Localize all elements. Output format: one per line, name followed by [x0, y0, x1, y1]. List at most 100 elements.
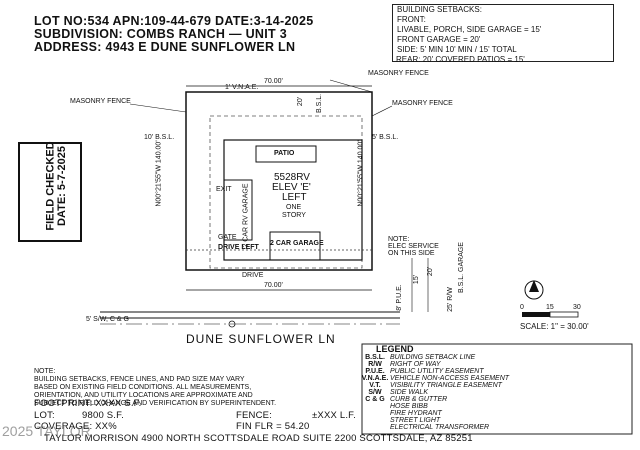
drive-label: DRIVE	[242, 272, 264, 279]
legend-value: ELECTRICAL TRANSFORMER	[390, 424, 490, 431]
lot-label: LOT:	[34, 410, 55, 421]
legend-item: S/W SIDE WALK	[360, 389, 428, 396]
left-bearing: N00°21'55"W 140.00'	[155, 140, 163, 207]
legend-item: P.U.E. PUBLIC UTILITY EASEMENT	[360, 368, 484, 375]
top-dimension: 70.00'	[264, 78, 283, 85]
field-checked-stamp: FIELD CHECKED DATE: 5-7-2025	[18, 141, 82, 242]
legend-title: LEGEND	[376, 344, 414, 354]
legend-value: STREET LIGHT	[390, 417, 441, 424]
legend-value: SIDE WALK	[390, 389, 428, 396]
setbacks-title: BUILDING SETBACKS:	[397, 5, 482, 14]
notes-title: NOTE:	[34, 368, 56, 375]
subdivision-line: SUBDIVISION: COMBS RANCH — UNIT 3	[34, 27, 287, 41]
pue-label: 8' P.U.E.	[395, 284, 403, 311]
setbacks-box: BUILDING SETBACKS: FRONT: LIVABLE, PORCH…	[392, 4, 614, 62]
legend-key: B.S.L.	[365, 354, 385, 361]
finish-floor: FIN FLR = 54.20	[236, 421, 310, 432]
address-line: ADDRESS: 4943 E DUNE SUNFLOWER LN	[34, 40, 296, 54]
handing-label: LEFT	[282, 192, 307, 203]
notes-line3: ORIENTATION, AND UTILITY LOCATIONS ARE A…	[34, 392, 253, 399]
masonry-fence-right: MASONRY FENCE	[392, 100, 453, 107]
sidewalk-label: 5' S/W, C & G	[86, 316, 129, 323]
legend-key: C & G	[365, 396, 385, 403]
dim-15: 15'	[413, 274, 421, 285]
legend-key: S/W	[368, 389, 382, 396]
scale-label: SCALE: 1" = 30.00'	[520, 322, 589, 331]
bsl-5-label: 5' B.S.L.	[372, 134, 399, 141]
dim-20: 20'	[427, 266, 435, 277]
watermark: 2025 TAYLOR	[2, 423, 91, 439]
setbacks-side: SIDE: 5' MIN 10' MIN / 15' TOTAL	[397, 45, 517, 54]
rv-garage-label: 2 CAR RV GARAGE	[242, 183, 250, 248]
setbacks-garage: FRONT GARAGE = 20'	[397, 35, 481, 44]
bsl-20-top: 20'	[297, 96, 305, 107]
exit-label: EXIT	[216, 186, 232, 193]
elec-note-title: NOTE:	[388, 236, 410, 243]
row-label: 25' R/W	[446, 287, 454, 312]
rv-garage-outline	[223, 179, 253, 241]
lot-info-line: LOT NO:534 APN:109-44-679 DATE:3-14-2025	[34, 14, 314, 28]
legend-item: HOSE BIBB	[360, 403, 428, 410]
legend-box	[361, 343, 633, 435]
legend: LEGEND B.S.L. BUILDING SETBACK LINE R/W RIG…	[360, 342, 632, 431]
scale-0: 0	[520, 304, 524, 311]
patio-outline	[255, 145, 317, 163]
notes-line4: SUBJECT TO FIELD CHANGE AND VERIFICATION…	[34, 400, 277, 407]
drive-left-label: DRIVE LEFT	[218, 244, 259, 251]
legend-key: R/W	[368, 361, 382, 368]
vnae-label: 1' V.N.A.E.	[225, 84, 259, 91]
gate-label: GATE	[218, 234, 237, 241]
story-label: STORY	[282, 212, 306, 219]
model-label: 5528RV	[274, 172, 310, 183]
legend-key: V.T.	[369, 382, 381, 389]
notes-line1: BUILDING SETBACKS, FENCE LINES, AND PAD …	[34, 376, 245, 383]
garage-label: 2 CAR GARAGE	[270, 240, 324, 247]
elec-note-line1: ELEC SERVICE	[388, 243, 439, 250]
elevation-label: ELEV 'E'	[272, 182, 311, 193]
bottom-dimension: 70.00'	[264, 282, 283, 289]
legend-item: STREET LIGHT	[360, 417, 440, 424]
bsl-garage-label: B.S.L. GARAGE	[457, 242, 465, 293]
legend-value: BUILDING SETBACK LINE	[390, 354, 476, 361]
scale-15: 15	[546, 304, 554, 311]
right-bearing: N00°21'55"W 140.00'	[357, 140, 365, 207]
garage-outline	[269, 231, 321, 261]
notes-line2: BASED ON EXISTING FIELD CONDITIONS. ALL …	[34, 384, 252, 391]
legend-item: ELECTRICAL TRANSFORMER	[360, 424, 489, 431]
lot-value: 9800 S.F.	[82, 410, 124, 421]
legend-item: V.T. VISIBILITY TRIANGLE EASEMENT	[360, 382, 502, 389]
legend-key: P.U.E.	[365, 368, 385, 375]
legend-value: HOSE BIBB	[390, 403, 428, 410]
scale-30: 30	[573, 304, 581, 311]
legend-item: B.S.L. BUILDING SETBACK LINE	[360, 354, 475, 361]
fence-value: ±XXX L.F.	[312, 410, 356, 421]
footer-address: TAYLOR MORRISON 4900 NORTH SCOTTSDALE RO…	[44, 433, 473, 444]
lot-boundary	[185, 91, 373, 271]
setbacks-rear: REAR: 20' COVERED PATIOS = 15'	[396, 55, 525, 64]
patio-label: PATIO	[274, 150, 295, 157]
elec-note-line2: ON THIS SIDE	[388, 250, 435, 257]
legend-value: PUBLIC UTILITY EASEMENT	[390, 368, 484, 375]
one-label: ONE	[286, 204, 302, 211]
legend-item: C & G CURB & GUTTER	[360, 396, 447, 403]
footprint: FOOTPRINT: XXXX S.F.	[34, 398, 142, 409]
legend-value: CURB & GUTTER	[390, 396, 448, 403]
setbacks-front: FRONT:	[397, 15, 426, 24]
legend-value: FIRE HYDRANT	[390, 410, 442, 417]
legend-item: V.N.A.E.VEHICLE NON-ACCESS EASEMENT	[360, 375, 509, 382]
setbacks-livable: LIVABLE, PORCH, SIDE GARAGE = 15'	[397, 25, 542, 34]
legend-value: VISIBILITY TRIANGLE EASEMENT	[390, 382, 502, 389]
bsl-top: B.S.L.	[316, 93, 324, 114]
bsl-10-label: 10' B.S.L.	[144, 134, 175, 141]
legend-item: FIRE HYDRANT	[360, 410, 442, 417]
legend-key: V.N.A.E.	[361, 375, 389, 382]
fence-label: FENCE:	[236, 410, 273, 421]
masonry-fence-top: MASONRY FENCE	[368, 70, 429, 77]
legend-value: RIGHT OF WAY	[390, 361, 441, 368]
legend-value: VEHICLE NON-ACCESS EASEMENT	[390, 375, 510, 382]
street-name: DUNE SUNFLOWER LN	[186, 332, 336, 346]
coverage: COVERAGE: XX%	[34, 421, 117, 432]
masonry-fence-left: MASONRY FENCE	[70, 98, 131, 105]
legend-item: R/W RIGHT OF WAY	[360, 361, 441, 368]
